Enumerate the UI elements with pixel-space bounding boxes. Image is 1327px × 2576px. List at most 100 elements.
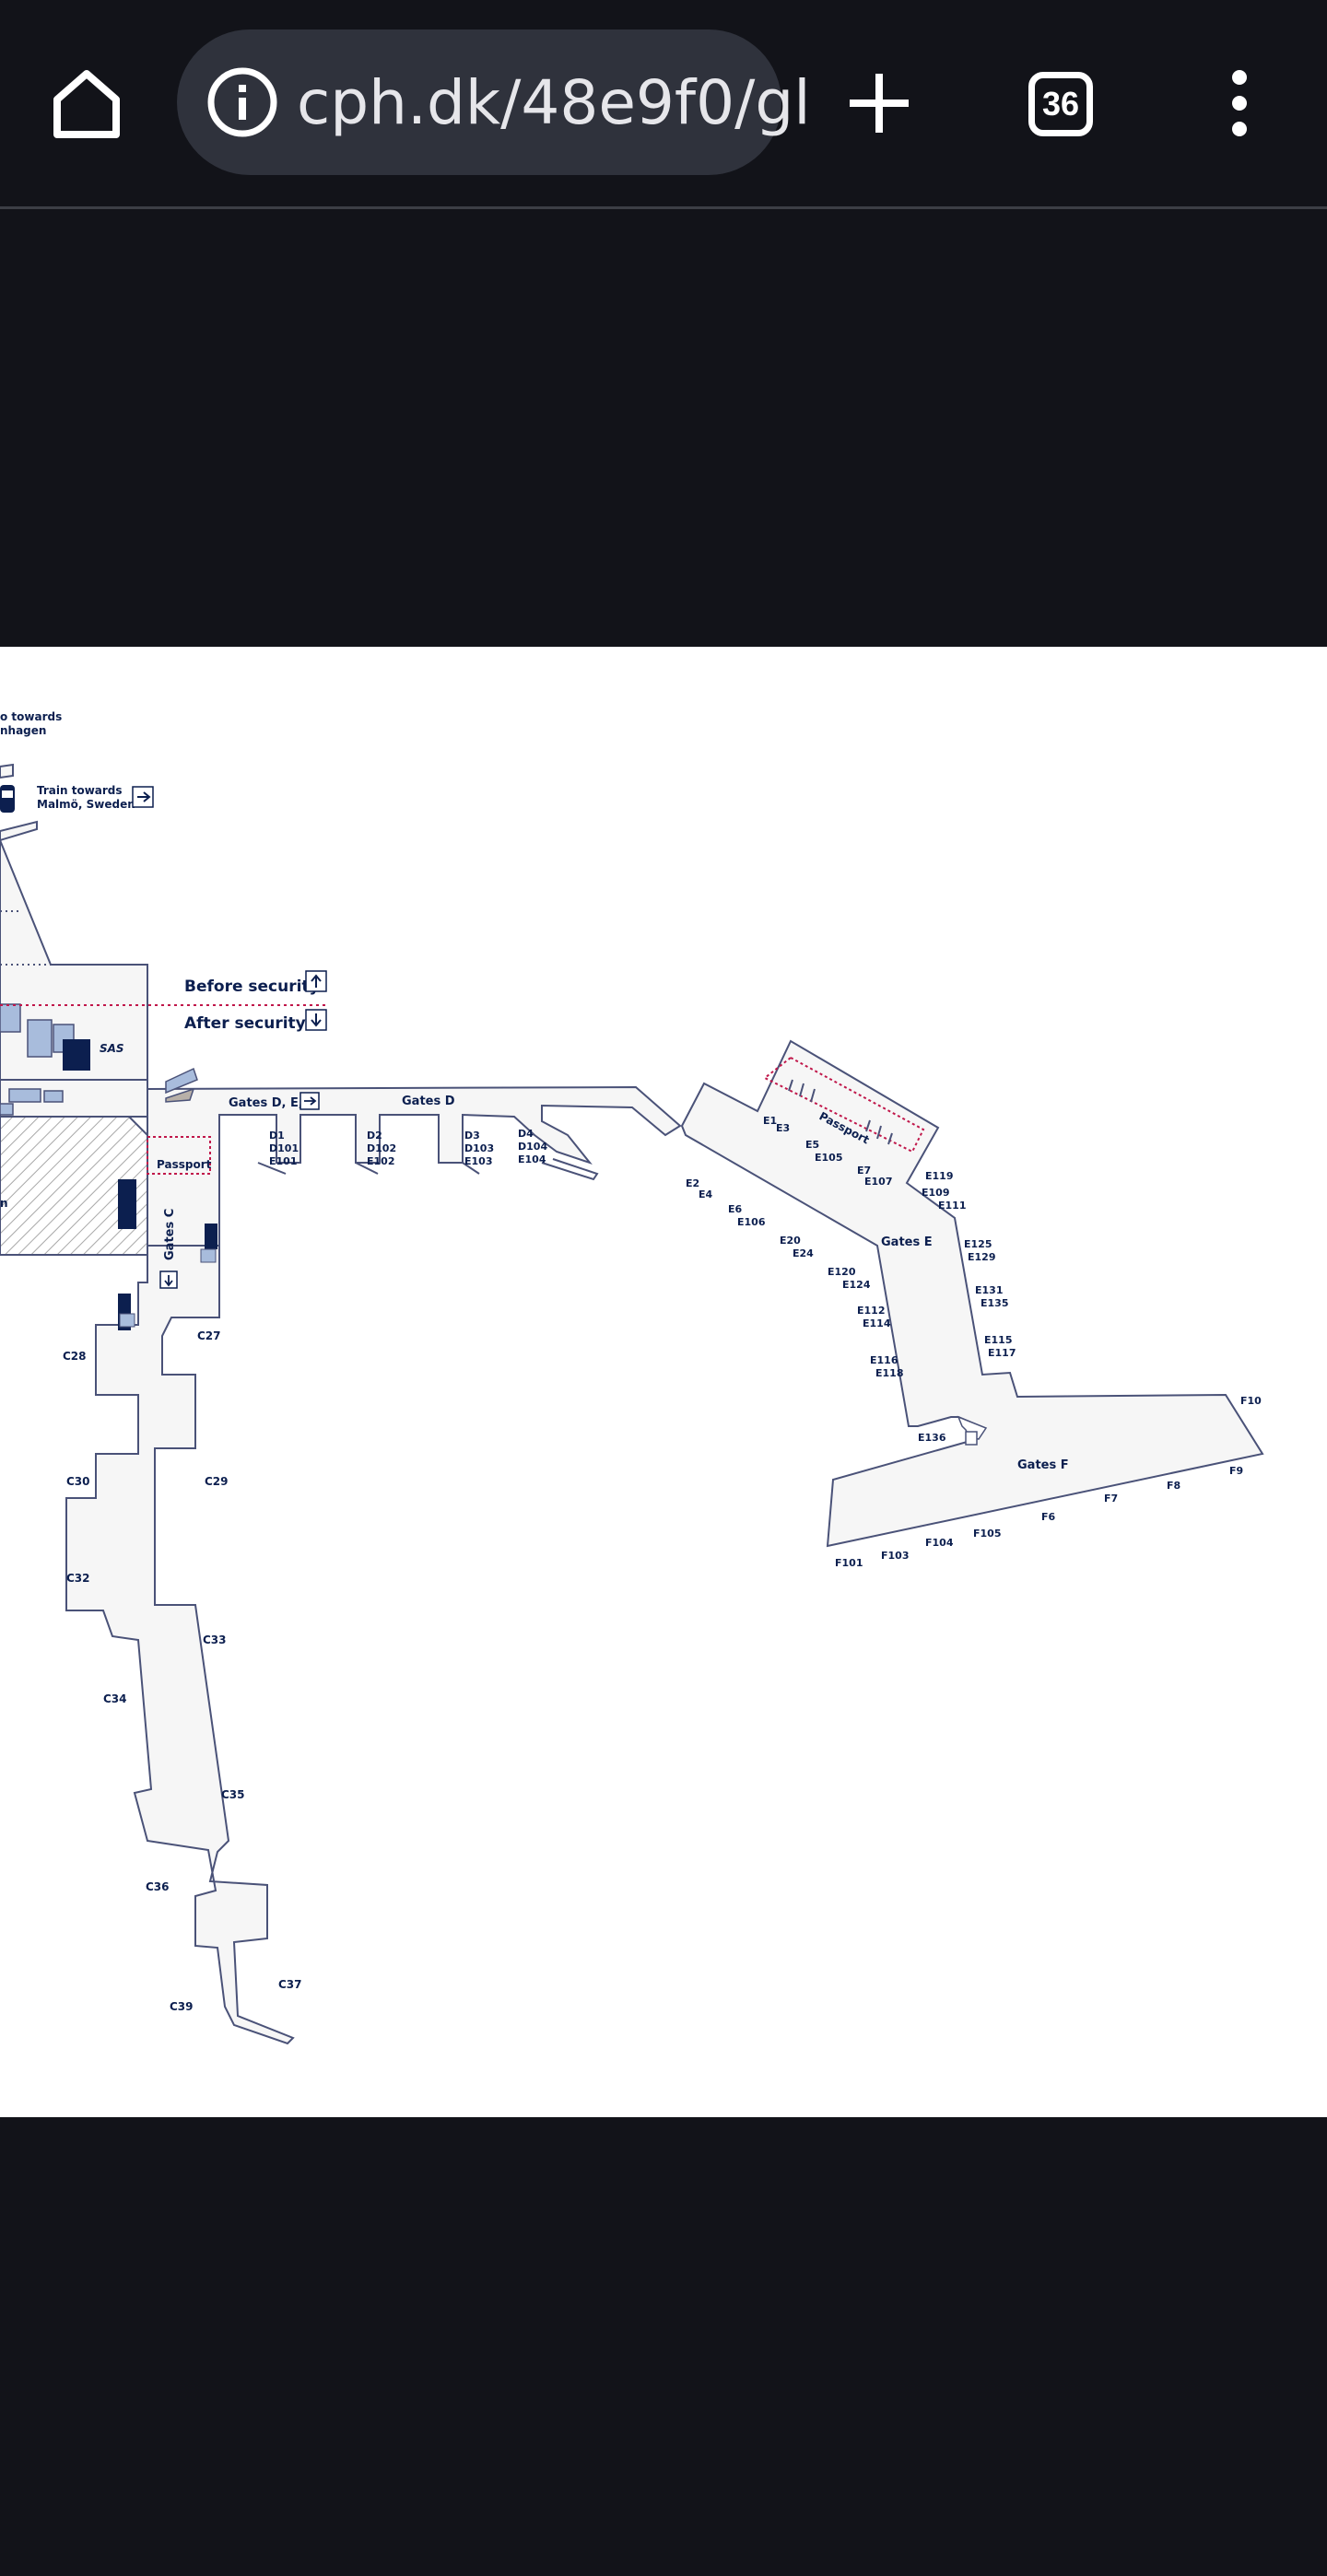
gate-label: F101: [835, 1557, 863, 1569]
plus-icon: [850, 74, 909, 133]
gate-label: E112: [857, 1305, 885, 1317]
gate-label: D3: [464, 1130, 480, 1142]
gate-label: E124: [842, 1279, 871, 1291]
down-arrow-icon: [305, 1009, 327, 1031]
gates-f-labels: F10 F9 F8 F7 F6 F105 F104 F103 F101: [835, 1395, 1262, 1569]
gate-label: F6: [1041, 1511, 1056, 1523]
passport-c-label: Passport: [157, 1158, 212, 1171]
gate-label: F7: [1104, 1493, 1118, 1505]
gate-label: E2: [686, 1177, 699, 1189]
gate-label: F105: [973, 1528, 1001, 1540]
gate-label: E5: [805, 1139, 819, 1151]
gate-label: E118: [875, 1367, 903, 1379]
passport-e-desks: [788, 1079, 893, 1145]
info-icon[interactable]: [203, 63, 282, 142]
gate-label: E1: [763, 1115, 777, 1127]
gates-e-pier: [680, 1039, 1264, 1548]
gate-label: E125: [964, 1238, 992, 1250]
service-box: [965, 1431, 978, 1446]
gates-c-pier: [65, 1245, 295, 2045]
gate-label: E119: [925, 1170, 953, 1182]
gate-label: C32: [66, 1572, 90, 1585]
edge-text: n: [0, 1197, 8, 1210]
gate-label: E6: [728, 1203, 743, 1215]
gates-d-labels: D1 D101 E101 D2 D102 E102 D3 D103 E103 D…: [269, 1128, 547, 1167]
gate-label: C37: [278, 1978, 302, 1991]
gates-c-label: Gates C: [163, 1209, 177, 1260]
gate-label: E131: [975, 1284, 1003, 1296]
gate-label: E104: [518, 1153, 546, 1165]
more-vert-icon: [1232, 70, 1247, 136]
gate-label: E136: [918, 1432, 946, 1444]
gate-label: C29: [205, 1475, 229, 1488]
tab-switcher-button[interactable]: 36: [1028, 72, 1093, 136]
browser-toolbar: cph.dk/48e9f0/gl 36: [0, 0, 1327, 209]
gate-label: F10: [1240, 1395, 1262, 1407]
water-icon: [200, 1248, 217, 1263]
gate-label: F9: [1229, 1465, 1243, 1477]
gate-label: E20: [780, 1235, 801, 1247]
gate-label: C33: [203, 1633, 227, 1646]
gate-label: C30: [66, 1475, 90, 1488]
gate-label: E4: [699, 1188, 713, 1200]
gate-label: E7: [857, 1165, 871, 1177]
gate-label: E129: [968, 1251, 995, 1263]
gates-def-label: Gates D, E, F: [229, 1096, 315, 1110]
gates-e-label: Gates E: [881, 1235, 933, 1249]
gate-label: F8: [1167, 1480, 1180, 1492]
right-arrow-icon: [299, 1092, 320, 1110]
before-security-label: Before security: [184, 978, 320, 996]
gates-d-stubs: [257, 1158, 599, 1181]
stairs-icon: [165, 1087, 195, 1103]
url-text[interactable]: cph.dk/48e9f0/gl: [297, 67, 811, 138]
gate-label: E120: [828, 1266, 856, 1278]
gate-label: C35: [221, 1788, 245, 1801]
gates-c-labels: C27 C28 C29 C30 C32 C33 C34 C35 C36 C37 …: [63, 1329, 302, 2013]
shop-icon: [118, 1179, 136, 1229]
more-menu-button[interactable]: [1207, 57, 1272, 149]
new-tab-button[interactable]: [833, 57, 925, 149]
gate-label: E105: [815, 1152, 842, 1164]
map-svg: SAS n Passport Gates C Befo: [0, 710, 1264, 2045]
gate-label: C28: [63, 1350, 87, 1363]
down-arrow-icon: [159, 1270, 178, 1289]
home-button[interactable]: [41, 57, 133, 149]
gate-label: E103: [464, 1155, 492, 1167]
gate-label: C36: [146, 1880, 170, 1893]
gate-label: E114: [863, 1317, 891, 1329]
gate-label: D104: [518, 1141, 547, 1153]
up-arrow-icon: [305, 970, 327, 992]
info-desk-icon: [119, 1313, 135, 1328]
gates-d-concourse: [147, 1085, 682, 1247]
after-security-label: After security: [184, 1014, 306, 1033]
gates-f-label: Gates F: [1017, 1458, 1069, 1472]
train-malmo-line2: Malmö, Sweden: [37, 798, 135, 811]
gate-label: E115: [984, 1334, 1012, 1346]
escalator-icon: [165, 1067, 198, 1095]
terminal-map[interactable]: SAS n Passport Gates C Befo: [0, 647, 1327, 2117]
toolbar-divider: [0, 206, 1327, 209]
toilet-icon: [205, 1224, 217, 1249]
gate-label: D102: [367, 1142, 396, 1154]
passport-control-e: [763, 1056, 925, 1153]
train-malmo-line1: Train towards: [37, 784, 123, 797]
blue-kiosks: [0, 1003, 75, 1116]
tab-count: 36: [1041, 85, 1080, 123]
gate-label: C27: [197, 1329, 221, 1342]
home-icon: [53, 70, 120, 138]
gate-label: E116: [870, 1354, 898, 1366]
gate-label: E101: [269, 1155, 297, 1167]
sas-lounge-label: SAS: [100, 1042, 124, 1055]
gate-label: D2: [367, 1130, 382, 1142]
gate-label: E106: [737, 1216, 766, 1228]
gate-label: D4: [518, 1128, 534, 1140]
gate-label: C34: [103, 1692, 127, 1705]
gate-label: D1: [269, 1130, 285, 1142]
train-copenhagen-line1: o towards: [0, 710, 62, 723]
address-bar[interactable]: cph.dk/48e9f0/gl: [177, 29, 811, 175]
gate-label: E3: [776, 1122, 790, 1134]
gate-label: F104: [925, 1537, 954, 1549]
gate-label: E24: [793, 1247, 814, 1259]
gate-label: D103: [464, 1142, 494, 1154]
gates-e-labels: E1 E3 E5 E105 E7 E107 E2 E4 E6 E106 E20 …: [686, 1115, 1016, 1444]
